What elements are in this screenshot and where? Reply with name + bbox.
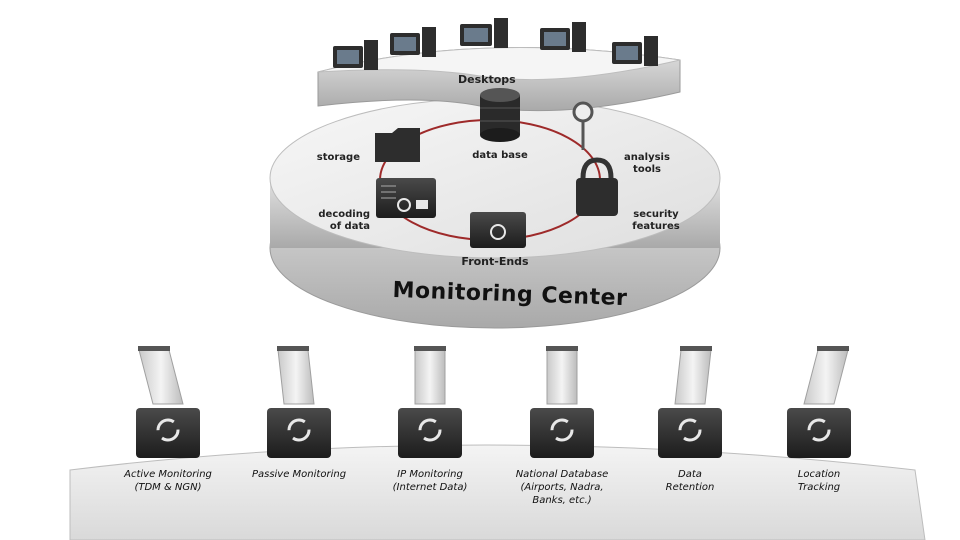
monitoring-device-icon <box>658 408 722 458</box>
storage-label: storage <box>316 152 360 163</box>
connector-bar <box>546 349 578 405</box>
base-plate <box>69 444 926 540</box>
computer-icon <box>540 22 586 52</box>
magnifier-icon <box>572 101 594 150</box>
refresh-icon <box>550 418 574 442</box>
source-label-retention: Data Retention <box>665 469 715 493</box>
storage-icon <box>375 128 420 162</box>
refresh-icon <box>156 418 180 442</box>
connector-bar <box>138 349 184 405</box>
connector-bar <box>674 349 712 405</box>
connector-cap <box>277 346 309 351</box>
front-end-device-icon <box>470 212 526 248</box>
desktops-label: Desktops <box>458 73 516 86</box>
computer-icon <box>390 27 436 57</box>
connector-cap <box>546 346 578 351</box>
connector-bar <box>414 349 446 405</box>
padlock-icon <box>576 157 618 216</box>
source-label-passive: Passive Monitoring <box>251 469 347 480</box>
refresh-icon <box>678 418 702 442</box>
monitoring-device-icon <box>530 408 594 458</box>
refresh-icon <box>418 418 442 442</box>
connector-bar <box>277 349 315 405</box>
connector-cap <box>680 346 712 351</box>
computer-icon <box>612 36 658 66</box>
desktop-computers <box>333 18 658 70</box>
decoding-label: decoding of data <box>318 209 370 232</box>
monitoring-device-icon <box>267 408 331 458</box>
computer-icon <box>333 40 378 70</box>
desktops-shelf <box>317 47 681 112</box>
computer-icon <box>460 18 508 48</box>
connector-cap <box>414 346 446 351</box>
monitoring-device-icon <box>787 408 851 458</box>
source-label-ip: IP Monitoring (Internet Data) <box>392 469 468 493</box>
front-ends-label: Front-Ends <box>461 255 529 268</box>
refresh-icon <box>287 418 311 442</box>
source-label-location: Location Tracking <box>797 469 841 493</box>
security-features-label: security features <box>632 209 680 232</box>
database-label: data base <box>472 150 528 161</box>
source-label-active: Active Monitoring (TDM & NGN) <box>124 469 212 493</box>
connector-bar <box>803 349 849 405</box>
database-icon <box>480 88 520 142</box>
source-label-national-db: National Database (Airports, Nadra, Bank… <box>515 469 609 506</box>
source-column-group <box>136 346 851 458</box>
connector-cap <box>817 346 849 351</box>
monitoring-device-icon <box>398 408 462 458</box>
analysis-tools-label: analysis tools <box>624 152 670 175</box>
refresh-icon <box>807 418 831 442</box>
decoding-device-icon <box>376 178 436 218</box>
connector-cap <box>138 346 170 351</box>
monitoring-device-icon <box>136 408 200 458</box>
